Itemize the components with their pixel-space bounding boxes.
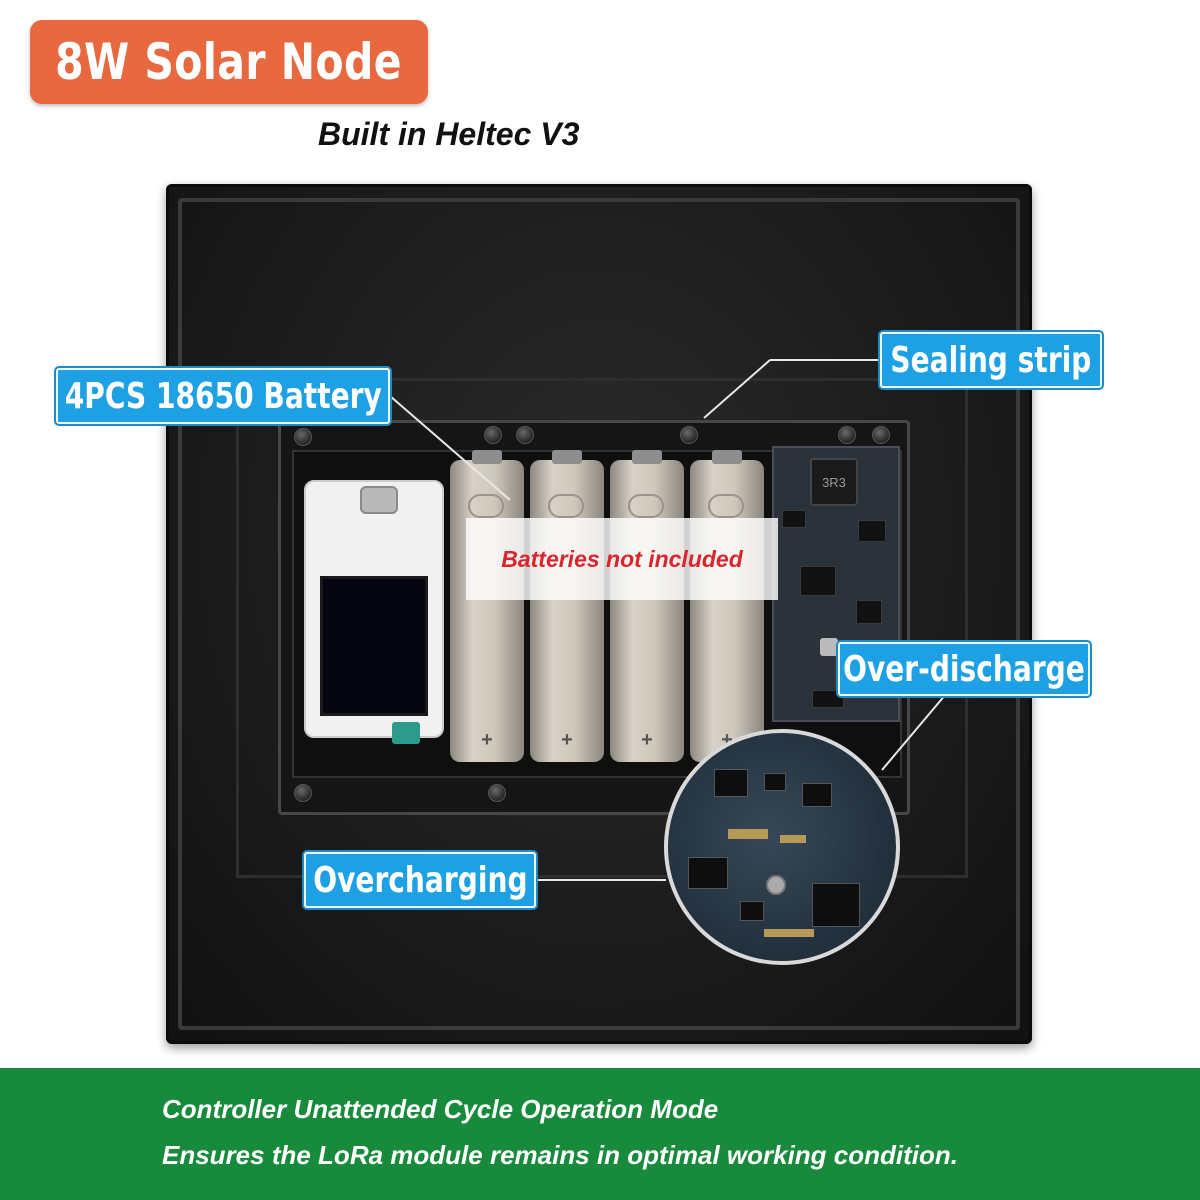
antenna-connector (392, 722, 420, 744)
footer-line-2: Ensures the LoRa module remains in optim… (162, 1140, 958, 1170)
product-subtitle: Built in Heltec V3 (318, 116, 580, 152)
usb-c-port (360, 486, 398, 514)
oled-display (320, 576, 428, 716)
battery-plus-icon: + (561, 729, 573, 751)
label-overcharging: Overcharging (304, 852, 536, 908)
zoom-chip (740, 901, 764, 921)
zoom-chip (714, 769, 748, 797)
pcb-chip (856, 600, 882, 624)
battery-logo-icon (708, 494, 744, 518)
label-over-discharge: Over-discharge (838, 642, 1090, 696)
label-overcharging-text: Overcharging (312, 859, 528, 901)
battery-plus-icon: + (641, 729, 653, 751)
battery-plus-icon: + (721, 729, 733, 751)
footer-banner (0, 1068, 1200, 1200)
zoom-pad (780, 835, 806, 843)
screw (488, 784, 506, 802)
product-title: 8W Solar Node (55, 33, 403, 91)
battery-cell-1: + (450, 450, 524, 762)
pcb-chip (858, 520, 886, 542)
battery-cell-2: + (530, 450, 604, 762)
zoom-pad (728, 829, 768, 839)
battery-cell-4: + (690, 450, 764, 762)
zoom-chip (802, 783, 832, 807)
enclosure-inner-rim (236, 378, 968, 878)
screw (680, 426, 698, 444)
pcb-chip (800, 566, 836, 596)
title-badge: 8W Solar Node (30, 20, 428, 104)
zoom-chip (764, 773, 786, 791)
battery-plus-icon: + (481, 729, 493, 751)
pcb-capacitor (820, 638, 838, 656)
batteries-note: Batteries not included (466, 518, 778, 600)
battery-cell-3: + (610, 450, 684, 762)
pcb-magnifier (664, 729, 900, 965)
screw (484, 426, 502, 444)
footer-line-1: Controller Unattended Cycle Operation Mo… (162, 1094, 719, 1124)
screw (294, 428, 312, 446)
screw (838, 426, 856, 444)
zoom-pad (764, 929, 814, 937)
screw (872, 426, 890, 444)
enclosure-rim (178, 198, 1020, 1030)
label-sealing-text: Sealing strip (890, 339, 1092, 381)
zoom-screw (766, 875, 786, 895)
inductor-marking: 3R3 (822, 474, 846, 490)
label-sealing-strip: Sealing strip (880, 332, 1102, 388)
inductor: 3R3 (810, 458, 858, 506)
screw (516, 426, 534, 444)
screw (294, 784, 312, 802)
pcb-chip (782, 510, 806, 528)
battery-logo-icon (548, 494, 584, 518)
zoom-chip (688, 857, 728, 889)
label-battery-text: 4PCS 18650 Battery (64, 375, 382, 417)
pcb-chip (812, 690, 844, 708)
zoom-chip (812, 883, 860, 927)
batteries-note-text: Batteries not included (501, 545, 743, 572)
battery-logo-icon (468, 494, 504, 518)
label-over-discharge-text: Over-discharge (843, 648, 1085, 690)
battery-logo-icon (628, 494, 664, 518)
label-battery: 4PCS 18650 Battery (56, 368, 390, 424)
